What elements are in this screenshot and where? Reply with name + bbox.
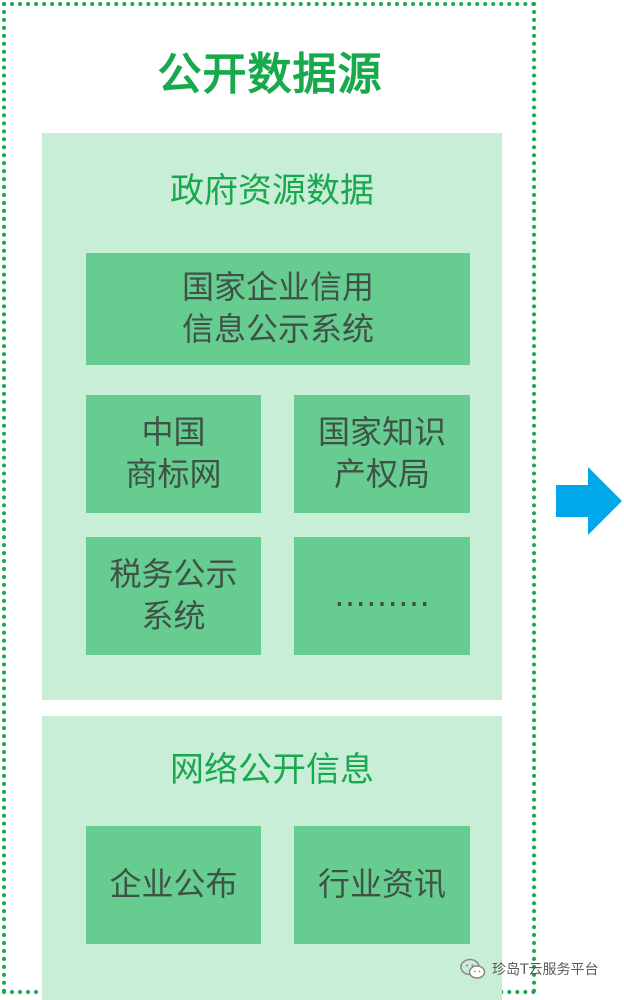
enterprise-credit-system-box: 国家企业信用 信息公示系统 [86, 253, 470, 365]
watermark-text: 珍岛T云服务平台 [492, 962, 599, 978]
government-section-title: 政府资源数据 [170, 171, 374, 211]
network-section-title: 网络公开信息 [170, 750, 374, 790]
china-trademark-box: 中国 商标网 [86, 395, 261, 513]
right-arrow-icon [556, 467, 622, 535]
wechat-icon [460, 958, 486, 979]
enterprise-announcement-box: 企业公布 [86, 826, 261, 944]
tax-disclosure-box: 税务公示 系统 [86, 537, 261, 655]
more-items-box: ……… [294, 537, 470, 655]
industry-news-box: 行业资讯 [294, 826, 470, 944]
watermark: 珍岛T云服务平台 [460, 958, 599, 980]
main-title: 公开数据源 [157, 49, 383, 100]
ip-office-box: 国家知识 产权局 [294, 395, 470, 513]
